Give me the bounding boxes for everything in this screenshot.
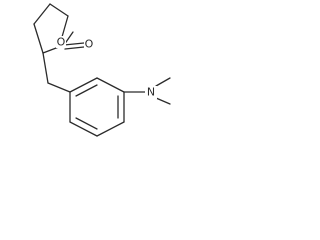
bond-ar-inner-3 (75, 117, 98, 130)
molecule-structure: O O N (33, 3, 171, 137)
structure-canvas: O O N (0, 0, 192, 172)
bond-c3-ch2 (42, 52, 49, 84)
bond-n-me2 (155, 97, 171, 105)
bond-ar4-ar5 (96, 121, 125, 137)
bond-c2-o-double-a (63, 42, 85, 46)
bond-c2-o-double-b (64, 46, 85, 50)
bond-ar2-ar3 (96, 77, 125, 93)
dimethylamino-group (123, 77, 171, 105)
bond-ar5-ar6 (69, 121, 98, 137)
bond-ar1-ar2 (69, 77, 98, 93)
carbonyl-oxygen-mask (84, 38, 95, 51)
ring-oxygen-label: O (57, 36, 66, 49)
amine-nitrogen-label: N (147, 86, 155, 99)
methylene-bridge (42, 52, 71, 93)
bond-ar-inner-1 (75, 84, 98, 97)
bond-ch2-ar (47, 82, 71, 93)
bond-n-me1 (155, 77, 171, 87)
ring-oxygen-mask (56, 36, 66, 48)
bond-c3-c4b (33, 23, 44, 54)
benzene-ring (69, 77, 125, 137)
bond-c4-c5 (49, 3, 69, 17)
carbonyl-oxygen-label: O (85, 38, 94, 51)
amine-nitrogen-mask (145, 86, 157, 99)
bond-c4-c3 (33, 3, 51, 25)
